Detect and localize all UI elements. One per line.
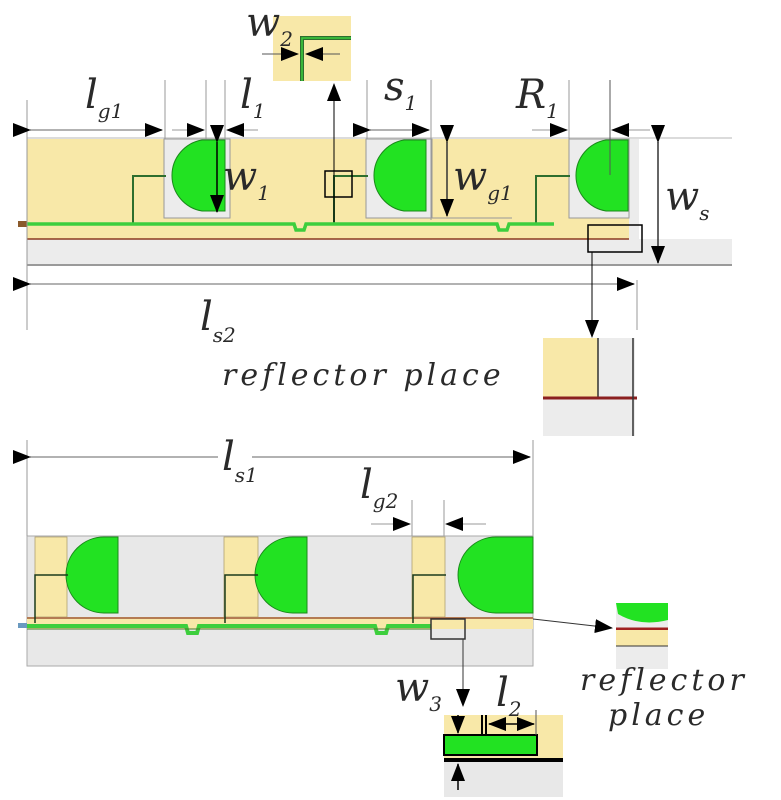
top-labels: lg1 l1 w2 s1 R1 w1 wg1 ws ls2 reflector … xyxy=(85,0,710,393)
w3-l2-inset xyxy=(443,710,563,797)
label-ws: ws xyxy=(665,174,710,225)
label-wg1: wg1 xyxy=(453,154,513,205)
label-w3: w3 xyxy=(395,665,442,716)
bottom-labels: ls1 lg2 w3 l2 reflector place xyxy=(218,434,748,733)
top-patch-3 xyxy=(575,139,629,212)
top-patch-2 xyxy=(373,139,427,212)
w3-source-box xyxy=(430,618,466,640)
label-lg2: lg2 xyxy=(360,462,398,513)
label-w2: w2 xyxy=(246,0,293,51)
label-lg1: lg1 xyxy=(85,72,123,123)
w2-source-box xyxy=(324,170,353,198)
bottom-antenna-array xyxy=(13,440,668,797)
label-R1: R1 xyxy=(515,72,559,123)
top-feed-connector xyxy=(18,221,27,227)
label-l2: l2 xyxy=(496,670,522,721)
top-feed-line xyxy=(27,222,554,232)
reflector-place-label-bottom-line2: place xyxy=(608,698,709,733)
reflector-place-label-top: reflector place xyxy=(222,358,505,393)
reflector-inset-bottom xyxy=(616,603,668,669)
reflector-place-label-bottom-line1: reflector xyxy=(580,663,748,698)
bottom-patch-1 xyxy=(65,536,119,614)
label-w1: w1 xyxy=(223,154,270,205)
bottom-feed-connector xyxy=(18,623,27,628)
label-s1: s1 xyxy=(384,64,417,115)
label-l1: l1 xyxy=(240,72,266,123)
label-ls2: ls2 xyxy=(200,294,236,347)
reflector-source-box-top xyxy=(587,224,643,253)
bottom-patch-3 xyxy=(457,536,534,614)
top-antenna-array xyxy=(13,16,732,436)
bottom-patch-2 xyxy=(254,536,308,614)
reflector-inset-top xyxy=(543,338,637,436)
label-ls1: ls1 xyxy=(222,434,258,487)
